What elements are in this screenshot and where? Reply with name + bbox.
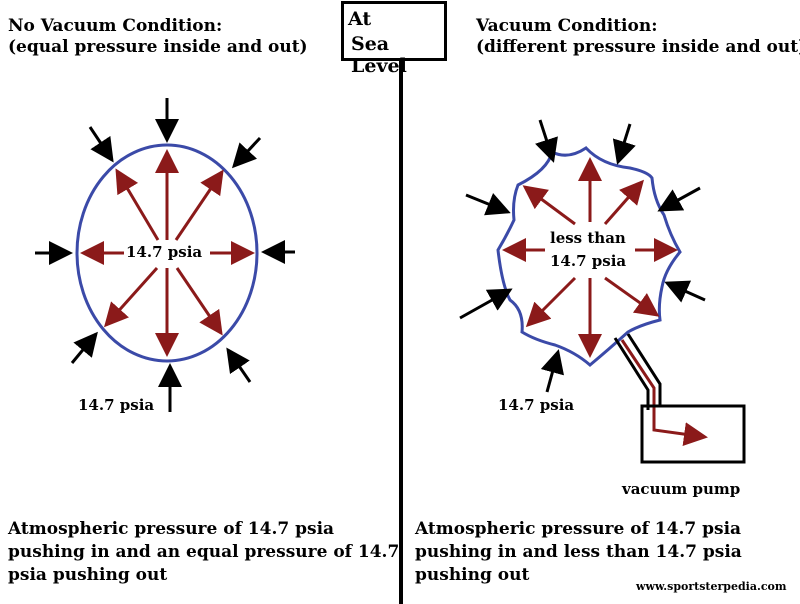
- outer-arrow: [535, 119, 558, 163]
- inner-arrow: [174, 169, 224, 241]
- outer-arrow: [465, 192, 511, 216]
- sea-level-box: At Sea Level: [341, 1, 447, 77]
- watermark: www.sportsterpedia.com: [636, 580, 787, 593]
- inner-arrow: [522, 185, 576, 226]
- left-caption-line-3: psia pushing out: [8, 565, 168, 585]
- inner-pressure-arrows: [502, 157, 678, 358]
- left-caption-line-2: pushing in and an equal pressure of 14.7: [8, 542, 400, 562]
- right-caption-line-3: pushing out: [415, 565, 530, 585]
- outer-arrow: [231, 136, 262, 169]
- right-title: Vacuum Condition:: [476, 16, 658, 36]
- outer-arrow: [657, 186, 701, 212]
- right-subtitle: (different pressure inside and out): [476, 37, 800, 57]
- outer-arrow: [459, 288, 513, 320]
- inner-arrow: [604, 276, 660, 317]
- left-title: No Vacuum Condition:: [8, 16, 223, 36]
- outer-arrow: [612, 123, 636, 165]
- container-outline: [75, 143, 259, 363]
- sea-level-line-1: At: [348, 8, 372, 30]
- vacuum-hose: [613, 333, 708, 447]
- inner-pressure-arrows: [80, 149, 255, 357]
- outer-arrow: [70, 331, 98, 364]
- inside-pressure-label-line-2: 14.7 psia: [550, 252, 627, 270]
- inside-pressure-label: 14.7 psia: [125, 243, 204, 261]
- outer-arrow: [226, 347, 252, 383]
- right-caption-line-2: pushing in and less than 14.7 psia: [415, 542, 742, 562]
- outer-arrow: [88, 126, 114, 163]
- left-caption-line-1: Atmospheric pressure of 14.7 psia: [8, 519, 335, 539]
- right-caption-line-1: Atmospheric pressure of 14.7 psia: [415, 519, 742, 539]
- inner-arrow: [603, 179, 644, 225]
- outer-arrow: [664, 280, 706, 303]
- inner-arrow: [525, 276, 577, 328]
- outside-pressure-label: 14.7 psia: [498, 396, 575, 414]
- left-subtitle: (equal pressure inside and out): [8, 37, 308, 57]
- outer-arrow: [540, 349, 565, 393]
- sea-level-line-2: Sea Level: [351, 33, 407, 77]
- outer-pressure-arrows: [35, 98, 295, 412]
- inner-arrow: [103, 266, 159, 328]
- inside-pressure-label-line-1: less than: [550, 229, 626, 247]
- inner-arrow: [175, 267, 223, 336]
- outer-pressure-arrows: [459, 119, 706, 393]
- vacuum-pump-label: vacuum pump: [622, 480, 741, 498]
- outside-pressure-label: 14.7 psia: [78, 396, 155, 414]
- inner-arrow: [115, 168, 160, 241]
